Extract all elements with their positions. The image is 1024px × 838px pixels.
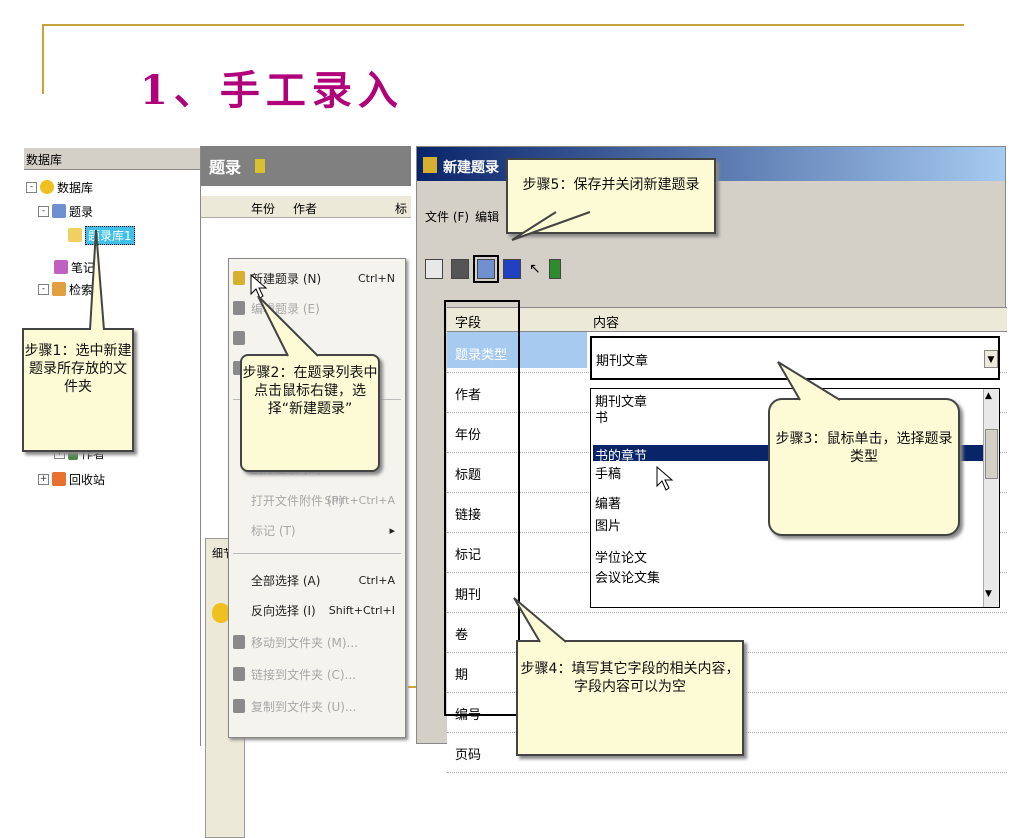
save-icon[interactable] [425, 259, 443, 279]
callout-pointer [511, 211, 591, 241]
edit-record-icon [233, 301, 245, 315]
author-icon [68, 446, 78, 460]
callout-pointer [777, 361, 841, 401]
column-title[interactable]: 标 [395, 202, 408, 216]
callout-step2: 步骤2：在题录列表中点击鼠标右键，选择“新建题录” [240, 354, 380, 472]
collapse-icon[interactable]: - [38, 205, 49, 217]
folder-icon [68, 228, 82, 242]
scrollbar-thumb[interactable] [985, 429, 998, 479]
grid-header-content: 内容 [593, 316, 620, 331]
tree-header: 数据库 [24, 148, 200, 170]
context-menu: 新建题录 (N)Ctrl+N 编辑题录 (E) 删除题录 (D)... 打开文件… [228, 258, 406, 738]
menu-item-disabled-2[interactable] [229, 325, 405, 351]
record-type-option[interactable]: 编著 [595, 497, 622, 512]
dropdown-scrollbar[interactable]: ▲ ▼ [983, 389, 999, 607]
list-column-header: 年份 作者 标 [201, 196, 411, 218]
record-type-option[interactable]: 学位论文 [595, 551, 648, 566]
callout-pointer [89, 229, 105, 331]
grid-header: 字段 内容 [447, 308, 1007, 332]
collapse-icon[interactable]: - [38, 283, 49, 295]
menu-item-new-record[interactable]: 新建题录 (N)Ctrl+N [229, 265, 405, 291]
tree-node-notes[interactable]: 笔记 [54, 258, 95, 276]
move-icon [233, 635, 245, 649]
callout-pointer [257, 295, 319, 357]
mouse-cursor-icon [656, 466, 674, 491]
tree-node-label: 题录 [69, 204, 94, 219]
grid-header-field: 字段 [455, 316, 482, 331]
slide-title: 1、手工录入 [140, 67, 404, 114]
menu-file[interactable]: 文件 (F) [425, 209, 470, 224]
link-icon [233, 667, 245, 681]
callout-step3: 步骤3：鼠标单击，选择题录类型 [768, 398, 960, 536]
tree-node-search[interactable]: - 检索 [38, 280, 93, 298]
field-column-outline [444, 300, 520, 716]
word-icon[interactable] [503, 259, 521, 279]
menu-item-select-all[interactable]: 全部选择 (A)Ctrl+A [251, 573, 395, 588]
slide-bottom-rule [408, 686, 420, 688]
records-icon [254, 159, 265, 173]
tree-node-database[interactable]: - 数据库 [26, 178, 93, 196]
menu-edit[interactable]: 编辑 [475, 209, 500, 224]
tree-node-label: 回收站 [69, 472, 106, 487]
slide-top-rule [42, 24, 964, 26]
collapse-icon[interactable]: - [26, 181, 37, 193]
dialog-toolbar: ↖ [425, 255, 725, 283]
attach-icon[interactable] [548, 259, 561, 279]
scroll-up-icon[interactable]: ▲ [985, 391, 992, 401]
record-type-option[interactable]: 会议论文集 [595, 571, 661, 586]
recycle-bin-icon [52, 472, 66, 486]
callout-pointer [513, 597, 567, 643]
field-row[interactable]: 期刊 [447, 572, 1007, 613]
tree-node-label: 数据库 [57, 180, 94, 195]
dialog-menubar: 文件 (F) 编辑 [425, 203, 985, 229]
new-record-icon [423, 157, 437, 173]
save-as-icon[interactable] [451, 259, 469, 279]
callout-step4: 步骤4：填写其它字段的相关内容，字段内容可以为空 [516, 640, 744, 756]
menu-item-link-to-folder[interactable]: 链接到文件夹 (C)... [229, 661, 405, 687]
menu-icon [233, 331, 245, 345]
column-year[interactable]: 年份 [251, 202, 276, 216]
list-title: 题录 [209, 158, 242, 177]
menu-item-copy-to-folder[interactable]: 复制到文件夹 (U)... [229, 693, 405, 719]
tree-node-records[interactable]: - 题录 [38, 202, 93, 220]
menu-item-open-attachment[interactable]: 打开文件附件 (P)Shift+Ctrl+A [251, 493, 395, 508]
record-type-option[interactable]: 书 [595, 411, 609, 426]
record-type-option[interactable]: 图片 [595, 519, 622, 534]
search-icon [52, 282, 66, 296]
tree-node-recycle-bin[interactable]: + 回收站 [38, 470, 105, 488]
database-icon [212, 603, 230, 623]
new-record-icon [233, 271, 245, 285]
list-header: 题录 [201, 146, 411, 186]
callout-pointers [89, 211, 841, 643]
tree-node-label: 检索 [69, 282, 94, 297]
database-icon [40, 180, 54, 194]
menu-item-invert-selection[interactable]: 反向选择 (I)Shift+Ctrl+I [251, 603, 395, 618]
mouse-cursor-icon [250, 274, 268, 299]
expand-icon[interactable]: + [38, 473, 49, 485]
menu-item-mark[interactable]: 标记 (T)▸ [251, 523, 395, 538]
link-icon[interactable]: ↖ [529, 261, 541, 277]
slide-left-rule [42, 24, 44, 94]
menu-separator [233, 553, 401, 554]
dialog-title: 新建题录 [443, 160, 499, 176]
tree-node-label: 笔记 [71, 260, 96, 275]
menu-item-move-to-folder[interactable]: 移动到文件夹 (M)... [229, 629, 405, 655]
scroll-down-icon[interactable]: ▼ [985, 589, 992, 599]
tree-node-label-selected: 题录库1 [85, 225, 135, 245]
column-author[interactable]: 作者 [293, 202, 318, 216]
records-icon [52, 204, 66, 218]
record-type-option[interactable]: 期刊文章 [595, 395, 648, 410]
selected-row-highlight [447, 332, 587, 368]
tree-node-record-library[interactable]: 题录库1 [68, 225, 135, 245]
selected-record-type: 期刊文章 [596, 354, 649, 369]
save-and-close-icon[interactable] [473, 255, 499, 283]
dropdown-arrow-icon[interactable]: ▼ [984, 350, 998, 368]
submenu-arrow-icon: ▸ [389, 523, 395, 537]
notes-icon [54, 260, 68, 274]
copy-icon [233, 699, 245, 713]
record-type-option[interactable]: 手稿 [595, 467, 622, 482]
callout-step1: 步骤1：选中新建题录所存放的文件夹 [22, 328, 134, 452]
